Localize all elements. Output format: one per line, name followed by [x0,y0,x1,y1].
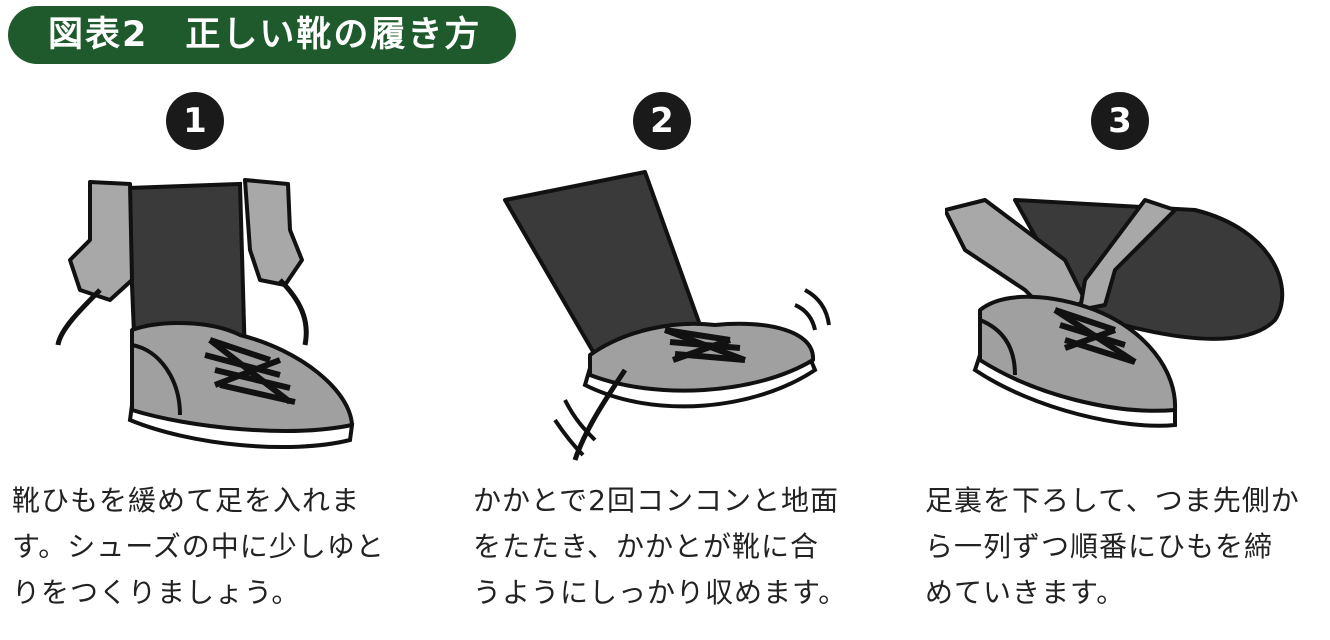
step-2-number-badge: 2 [633,92,691,150]
step-3-line-2: ら一列ずつ順番にひもを締 [925,524,1325,570]
step-3-line-3: めていきます。 [925,570,1325,616]
step-2-line-2: をたたき、かかとが靴に合 [473,524,873,570]
step-3-number-badge: 3 [1091,92,1149,150]
step-3: 3 足裏を下ろして、つま先側か ら一列ずつ順番にひもを締 めていきます。 [905,0,1325,640]
step-1-description: 靴ひもを緩めて足を入れま す。シューズの中に少しゆと りをつくりましょう。 [12,478,412,616]
step-1-line-1: 靴ひもを緩めて足を入れま [12,478,412,524]
step-1-line-3: りをつくりましょう。 [12,570,412,616]
step-3-illustration [945,170,1285,470]
step-2-line-1: かかとで2回コンコンと地面 [473,478,873,524]
step-2-description: かかとで2回コンコンと地面 をたたき、かかとが靴に合 うようにしっかり収めます。 [473,478,873,616]
step-3-description: 足裏を下ろして、つま先側か ら一列ずつ順番にひもを締 めていきます。 [925,478,1325,616]
step-1-line-2: す。シューズの中に少しゆと [12,524,412,570]
step-2: 2 かかとで2回コンコンと地面 をたたき、かかとが靴に合 うようにしっかり収めま… [455,0,875,640]
step-1: 1 靴ひもを緩めて足を入れま す。シューズの中に少しゆと りをつくりましょう。 [0,0,420,640]
step-3-line-1: 足裏を下ろして、つま先側か [925,478,1325,524]
step-2-line-3: うようにしっかり収めます。 [473,570,873,616]
step-2-illustration [495,170,835,470]
step-1-number-badge: 1 [166,92,224,150]
step-1-illustration [40,170,380,470]
